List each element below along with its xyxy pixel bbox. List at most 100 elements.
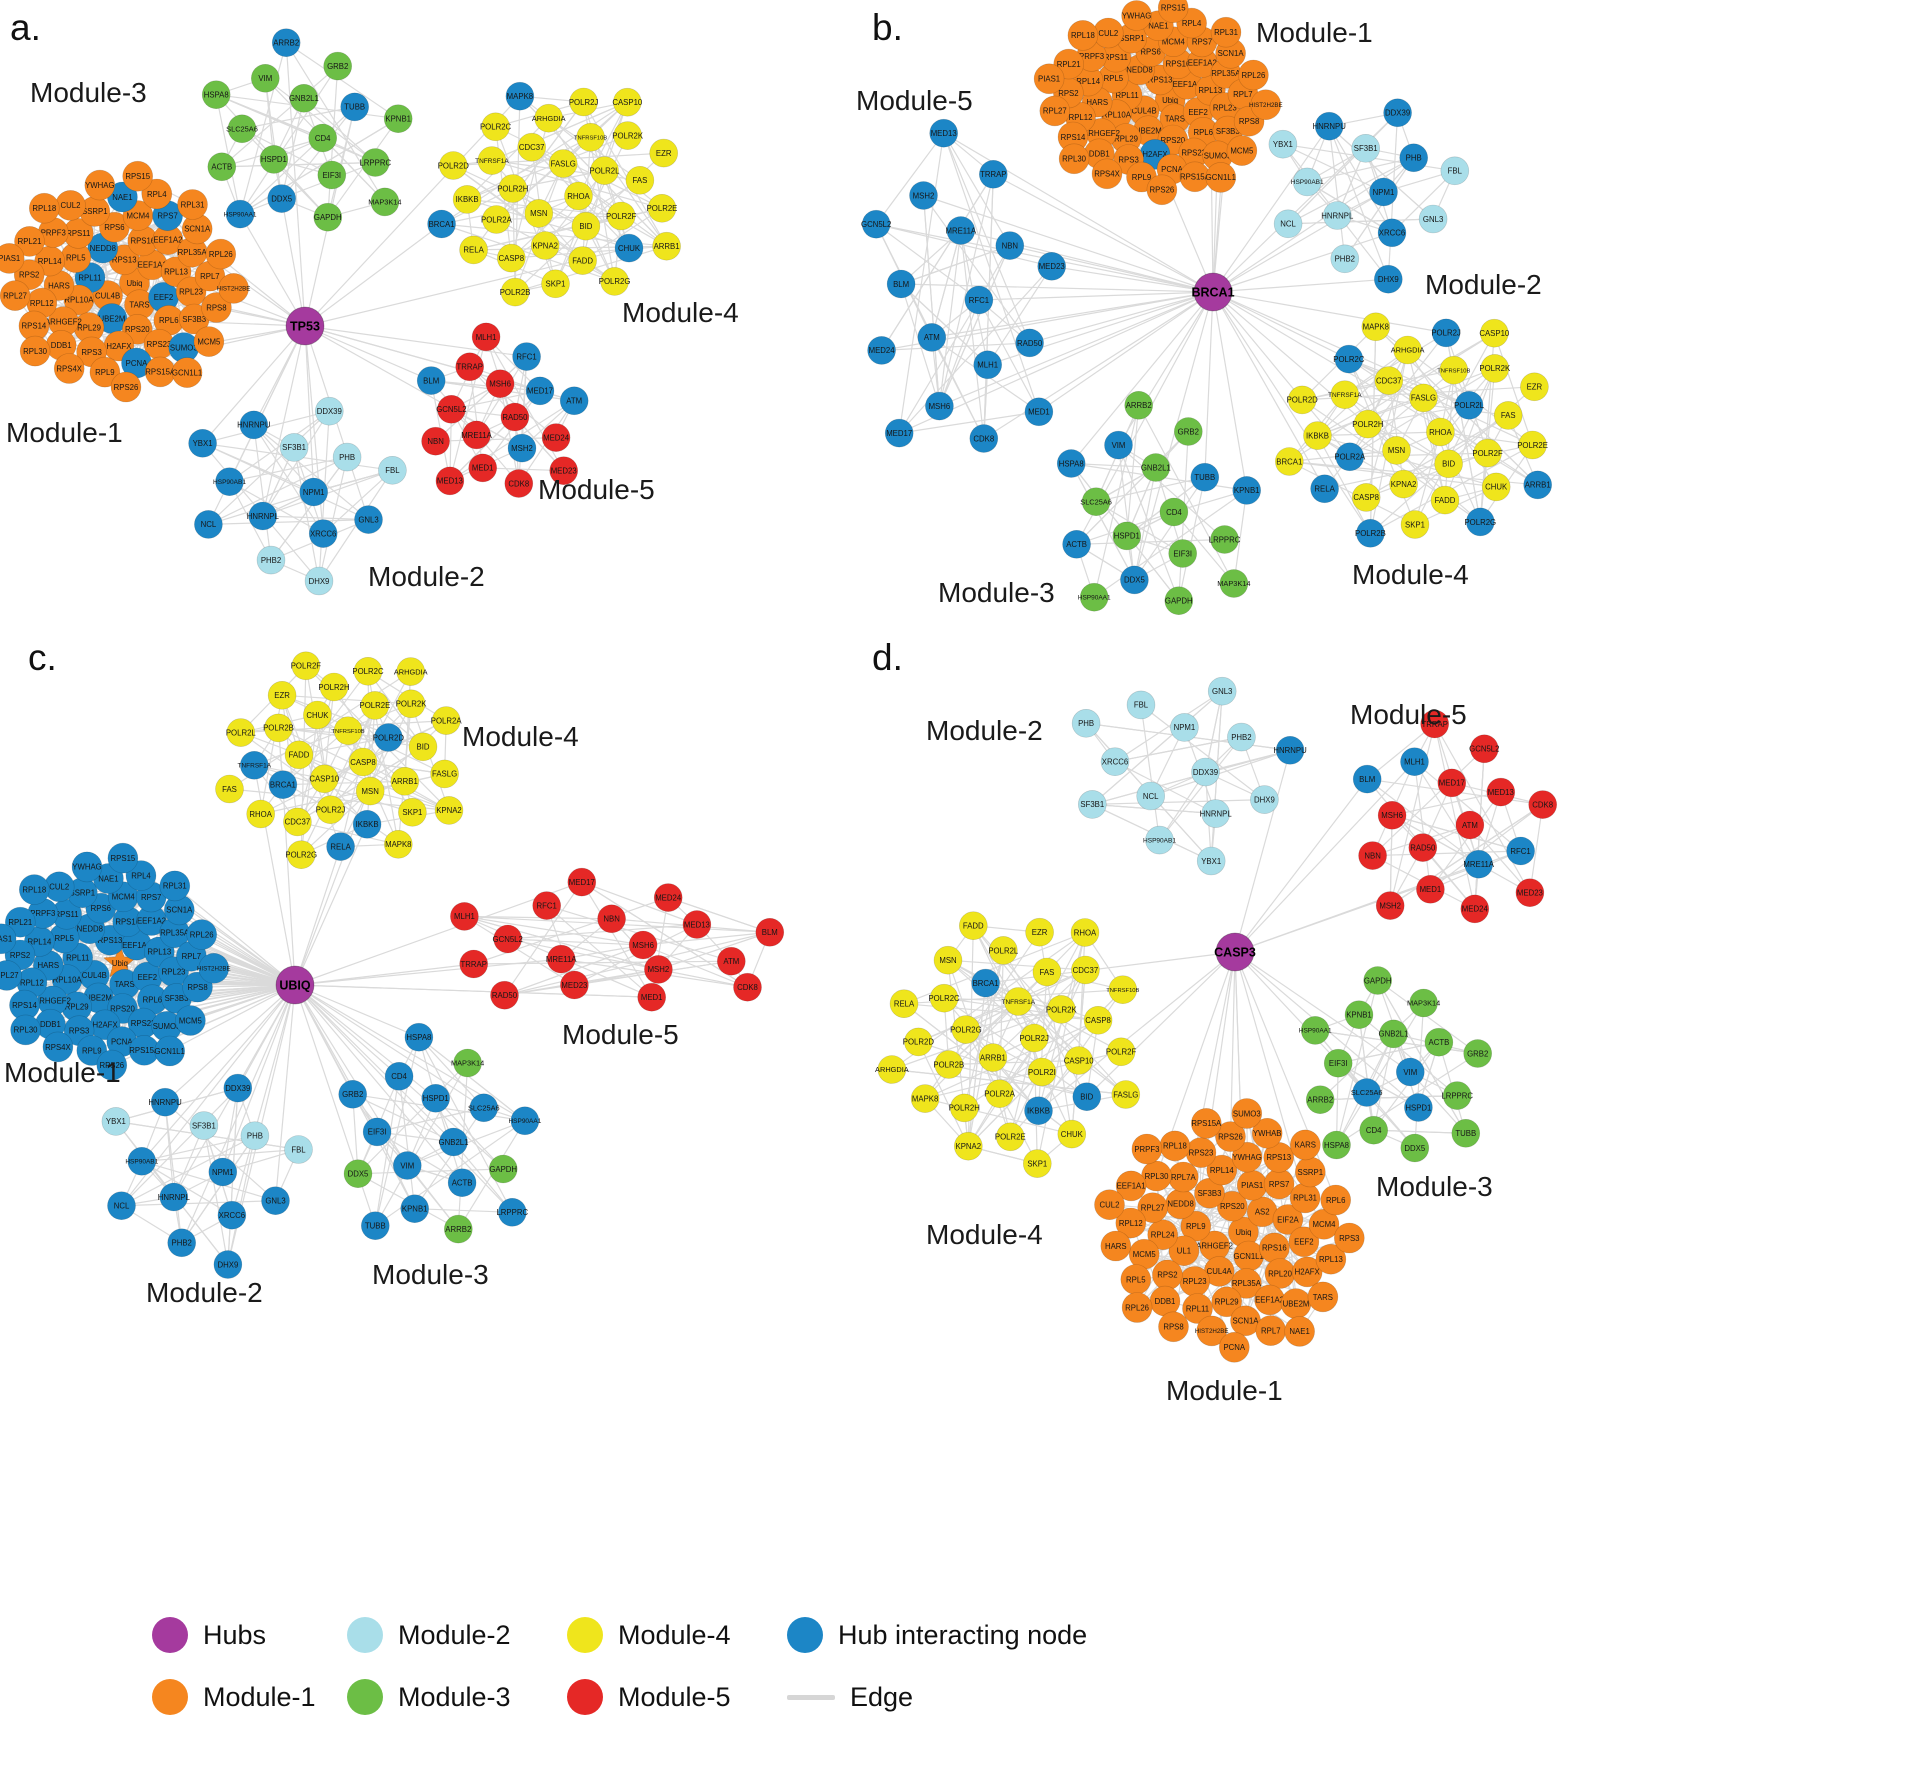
edge (577, 101, 628, 197)
edge (294, 984, 354, 1095)
network-node (390, 766, 420, 796)
legend-label: Module-3 (398, 1681, 511, 1712)
legend-item-module4: Module-4 (567, 1612, 787, 1658)
network-node (289, 84, 319, 113)
edge (374, 1062, 469, 1226)
network-node (240, 750, 269, 780)
edge (1388, 380, 1488, 454)
edge (898, 133, 945, 434)
network-node (1454, 390, 1484, 420)
edge (294, 984, 463, 1184)
edge (294, 824, 368, 986)
network-node (549, 456, 579, 486)
network-node (1351, 134, 1380, 163)
edge (1317, 367, 1496, 437)
edge (1234, 778, 1368, 953)
edge (294, 963, 474, 986)
network-node (443, 1214, 473, 1244)
network-node (1190, 462, 1220, 492)
network-node (1100, 747, 1130, 777)
network-node (1094, 1189, 1125, 1220)
edge (294, 958, 562, 986)
network-node (1361, 312, 1391, 342)
network-node (430, 759, 459, 789)
edge (943, 132, 1214, 293)
edge (293, 447, 320, 582)
network-node (1091, 158, 1123, 190)
network-node (1359, 1115, 1388, 1145)
edge (1439, 332, 1495, 433)
module-label: Module-5 (538, 474, 655, 505)
network-node (571, 211, 601, 241)
network-node (408, 732, 438, 762)
edge (1288, 218, 1434, 225)
network-node (1315, 1243, 1347, 1275)
network-node (189, 1111, 219, 1140)
edge (931, 291, 1214, 338)
edge (1328, 125, 1393, 234)
network-node (1409, 988, 1438, 1018)
network-node (1185, 1137, 1217, 1168)
network-node (208, 1157, 238, 1187)
network-node (1121, 0, 1152, 31)
network-node (716, 946, 746, 976)
edge (1078, 932, 1086, 1061)
edge (318, 456, 348, 582)
module-label: Module-2 (1425, 269, 1542, 300)
network-node (1374, 366, 1404, 395)
edge (1391, 814, 1531, 894)
edge (1117, 445, 1135, 580)
network-node (107, 842, 139, 874)
network-node (459, 235, 488, 265)
edge (262, 410, 330, 517)
network-node (995, 1122, 1025, 1152)
edge (938, 230, 962, 407)
edge (901, 283, 1214, 293)
edge (1377, 980, 1479, 1054)
network-node (1305, 1085, 1335, 1114)
edge (294, 984, 420, 1038)
network-node (1523, 470, 1552, 500)
network-node (1115, 1207, 1147, 1239)
network-node (628, 930, 658, 960)
edge (1344, 157, 1415, 260)
edge (972, 925, 1035, 1039)
network-node (534, 103, 564, 133)
network-node (1233, 1240, 1264, 1272)
network-node (1480, 318, 1509, 348)
edge (1076, 538, 1225, 545)
edge (414, 1208, 513, 1213)
network-node (1334, 344, 1364, 374)
network-node (14, 226, 45, 257)
network-node (1322, 1130, 1351, 1160)
network-node (309, 764, 339, 794)
edge (1282, 143, 1384, 193)
network-node (1227, 722, 1256, 752)
network-node (1330, 244, 1360, 274)
edge (965, 1029, 1039, 1112)
edge (881, 342, 1030, 351)
network-node (462, 420, 491, 450)
edge (1429, 791, 1502, 890)
network-node (283, 807, 312, 837)
network-node (434, 796, 464, 825)
edge (1320, 1095, 1458, 1101)
legend-label: Edge (850, 1681, 914, 1712)
edge (1358, 1014, 1375, 1131)
network-node (459, 949, 489, 979)
network-node (355, 776, 385, 806)
network-node (370, 187, 400, 217)
edge (414, 1107, 485, 1210)
network-node (964, 285, 994, 315)
network-node (308, 123, 338, 153)
edge (931, 230, 962, 338)
network-node (1232, 476, 1261, 505)
edge (947, 959, 1086, 971)
network-node (1288, 1226, 1320, 1258)
network-node (1196, 1315, 1227, 1347)
legend-item-module1: Module-1 (152, 1674, 347, 1720)
network-node (1168, 1235, 1200, 1266)
network-node (498, 174, 528, 203)
network-node (0, 960, 22, 991)
